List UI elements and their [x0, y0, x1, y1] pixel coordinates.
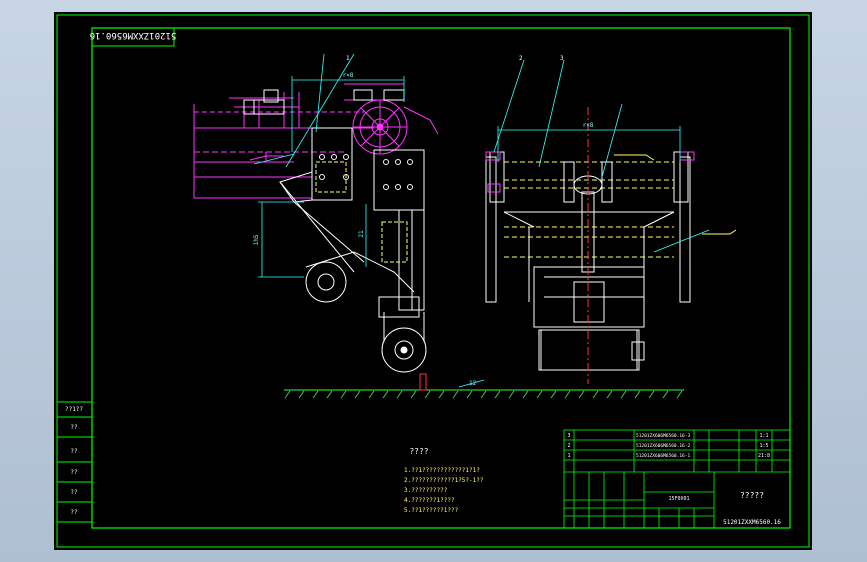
- part-ref-2: 2: [567, 443, 570, 449]
- side-dimensions: [253, 53, 405, 278]
- part-ref-3: 1: [567, 453, 570, 459]
- title-block[interactable]: 3 2 1 51201ZX606M6560.16-3 51201ZX606M65…: [563, 429, 791, 529]
- drive-wheel: [352, 99, 439, 155]
- left-cell-6: ??: [70, 509, 78, 516]
- hatch-mark: [550, 390, 557, 399]
- section-markers-right: [614, 154, 737, 235]
- front-rollers: [504, 161, 674, 258]
- hatch-mark: [424, 390, 431, 399]
- hatch-mark: [634, 390, 641, 399]
- cad-drawing-canvas[interactable]: 51201ZXXM6560.16 ??1?? ?? ?? ?? ?? ??: [54, 12, 812, 550]
- hatch-mark: [648, 390, 655, 399]
- left-strip: [56, 401, 93, 523]
- hatch-mark: [564, 390, 571, 399]
- hatch-mark: [312, 390, 319, 399]
- hatch-mark: [676, 390, 683, 399]
- balloon-1: 1: [346, 55, 350, 62]
- mirror-drawing-number: 51201ZXXM6560.16: [90, 30, 177, 40]
- left-cell-1: ??1??: [65, 406, 83, 413]
- lower-wheels: [305, 251, 427, 373]
- sheet-border-outer: [56, 14, 810, 548]
- dim-top-right: r×8: [583, 122, 594, 129]
- hatch-mark: [368, 390, 375, 399]
- technical-notes: ???? 1.??1????????????1?1? 2.???????????…: [404, 447, 484, 514]
- note-line-5: 5.??1??????1???: [404, 507, 459, 514]
- note-line-1: 1.??1????????????1?1?: [404, 467, 480, 474]
- sheet-title: ?????: [740, 491, 764, 500]
- hatch-mark: [340, 390, 347, 399]
- hatch-mark: [522, 390, 529, 399]
- hatch-mark: [326, 390, 333, 399]
- left-cell-5: ??: [70, 489, 78, 496]
- drawing-number: 51201ZXXM6560.16: [723, 519, 781, 526]
- notes-heading: ????: [409, 447, 428, 456]
- dim-vertical-mid: 21: [358, 230, 365, 238]
- dim-top-left: r×8: [343, 72, 354, 79]
- hatch-mark: [410, 390, 417, 399]
- hatch-mark: [466, 390, 473, 399]
- hatch-mark: [578, 390, 585, 399]
- hatch-mark: [438, 390, 445, 399]
- front-dimensions: [493, 59, 710, 253]
- scale-cell-3: 21:8: [758, 453, 770, 459]
- hatch-mark: [508, 390, 515, 399]
- hatch-mark: [494, 390, 501, 399]
- hatch-mark: [662, 390, 669, 399]
- part-number-2: 51201ZX606M6560.16-2: [636, 443, 690, 449]
- side-view[interactable]: r×8 1h5 21 1: [193, 53, 439, 373]
- hidden-boxes: [315, 161, 408, 263]
- front-view[interactable]: r×8 2 3: [485, 55, 737, 384]
- hatch-mark: [298, 390, 305, 399]
- ground-hatch: [284, 390, 683, 399]
- hatch-mark: [536, 390, 543, 399]
- mirror-number-box: [91, 27, 175, 47]
- hatch-mark: [606, 390, 613, 399]
- ground-marker: [419, 373, 427, 391]
- left-cell-3: ??: [70, 448, 78, 455]
- left-cell-4: ??: [70, 469, 78, 476]
- sheet-border-inner: [91, 27, 791, 529]
- part-ref-1: 3: [567, 433, 570, 439]
- note-line-4: 4.???????1????: [404, 497, 455, 504]
- hatch-mark: [396, 390, 403, 399]
- balloon-3: 3: [560, 55, 564, 62]
- hatch-mark: [452, 390, 459, 399]
- hatch-mark: [480, 390, 487, 399]
- hatch-mark: [620, 390, 627, 399]
- conveyor-frame: [193, 83, 404, 199]
- scale-cell-1: 1:1: [759, 433, 768, 439]
- hatch-mark: [382, 390, 389, 399]
- front-structure: [503, 161, 675, 371]
- note-line-3: 3.??????????: [404, 487, 448, 494]
- hatch-mark: [284, 390, 291, 399]
- main-bracket: [279, 127, 425, 311]
- section-marker-left: [249, 152, 284, 162]
- ground-dim-line: [458, 379, 485, 388]
- note-line-2: 2.????????????1?5?-1??: [404, 477, 484, 484]
- front-magenta: [485, 151, 695, 193]
- part-number-3: 51201ZX606M6560.16-1: [636, 453, 690, 459]
- left-cell-2: ??: [70, 424, 78, 431]
- dim-vertical-left: 1h5: [253, 234, 260, 245]
- part-number-1: 51201ZX606M6560.16-3: [636, 433, 690, 439]
- scale-cell-2: 1:5: [759, 443, 768, 449]
- hatch-mark: [592, 390, 599, 399]
- balloon-2: 2: [519, 55, 523, 62]
- aux-label: 15F0X01: [668, 496, 689, 502]
- hatch-mark: [354, 390, 361, 399]
